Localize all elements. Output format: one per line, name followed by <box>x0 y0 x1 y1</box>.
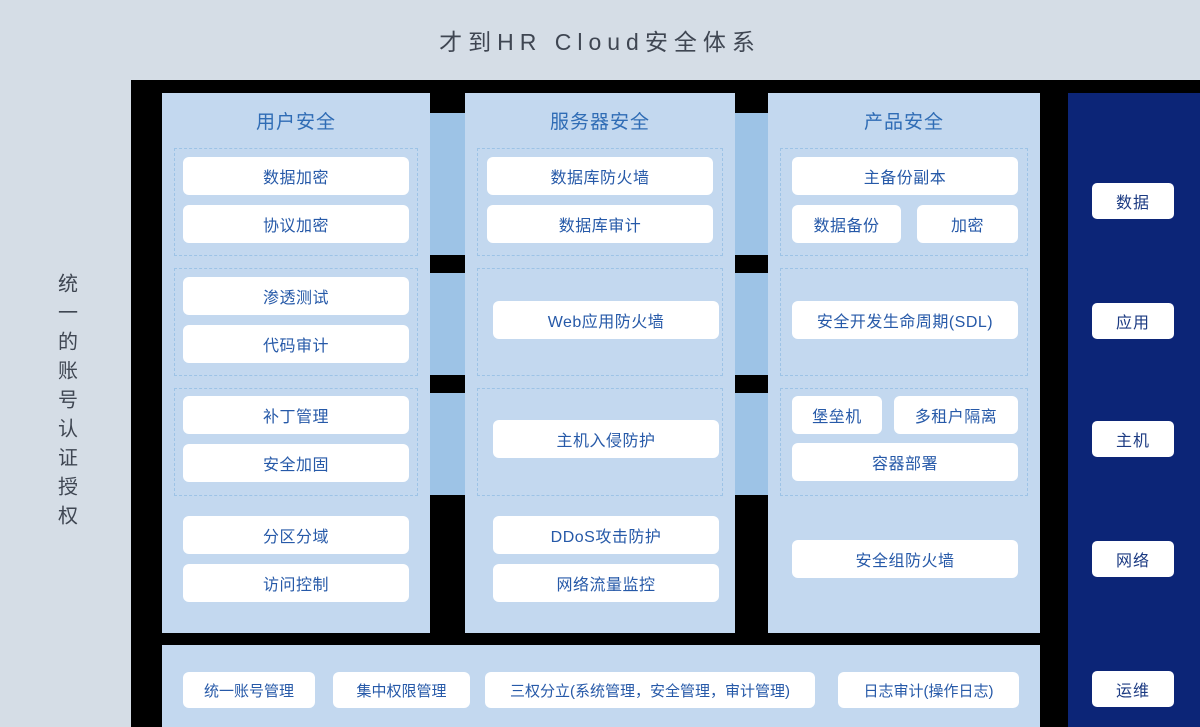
band-notch <box>430 375 465 393</box>
right-pill-data[interactable]: 数据 <box>1092 183 1174 219</box>
card-user-6[interactable]: 安全加固 <box>183 444 409 482</box>
card-product-7[interactable]: 容器部署 <box>792 443 1018 481</box>
column-title: 产品安全 <box>863 112 944 133</box>
bottom-bar: 统一账号管理 集中权限管理 三权分立(系统管理，安全管理，审计管理) 日志审计(… <box>162 645 1040 727</box>
card-server-5[interactable]: DDoS攻击防护 <box>493 516 719 554</box>
header-bar: 才到HR Cloud安全体系 <box>0 0 1200 80</box>
right-pill-ops[interactable]: 运维 <box>1092 671 1174 707</box>
card-product-2[interactable]: 数据备份 <box>792 205 901 243</box>
bottom-pill-central-auth[interactable]: 集中权限管理 <box>333 672 470 708</box>
right-pill-app[interactable]: 应用 <box>1092 303 1174 339</box>
right-pill-network[interactable]: 网络 <box>1092 541 1174 577</box>
bottom-pill-unified-account[interactable]: 统一账号管理 <box>183 672 315 708</box>
card-user-5[interactable]: 补丁管理 <box>183 396 409 434</box>
card-user-7[interactable]: 分区分域 <box>183 516 409 554</box>
column-user-security: 用户安全 数据加密 协议加密 渗透测试 代码审计 补丁管理 安全加固 分区分域 … <box>162 93 430 633</box>
left-rail: 统一的账号认证授权 <box>0 80 131 727</box>
card-server-3[interactable]: Web应用防火墙 <box>493 301 719 339</box>
card-user-1[interactable]: 数据加密 <box>183 157 409 195</box>
card-server-4[interactable]: 主机入侵防护 <box>493 420 719 458</box>
columns-area: 用户安全 数据加密 协议加密 渗透测试 代码审计 补丁管理 安全加固 分区分域 … <box>0 93 1068 633</box>
page-title: 才到HR Cloud安全体系 <box>439 29 761 55</box>
band-notch <box>430 495 465 633</box>
band-notch <box>733 93 768 113</box>
band-notch <box>430 255 465 273</box>
column-product-security: 产品安全 主备份副本 数据备份 加密 安全开发生命周期(SDL) 堡垒机 多租户… <box>768 93 1040 633</box>
right-pill-host[interactable]: 主机 <box>1092 421 1174 457</box>
bottom-pill-separation-duties[interactable]: 三权分立(系统管理，安全管理，审计管理) <box>485 672 815 708</box>
card-product-5[interactable]: 堡垒机 <box>792 396 882 434</box>
column-title: 用户安全 <box>255 112 336 133</box>
band-notch <box>733 255 768 273</box>
card-product-6[interactable]: 多租户隔离 <box>894 396 1018 434</box>
right-rail: 数据 应用 主机 网络 运维 <box>1068 93 1200 727</box>
band-notch <box>733 495 768 633</box>
card-product-4[interactable]: 安全开发生命周期(SDL) <box>792 301 1018 339</box>
card-product-3[interactable]: 加密 <box>917 205 1018 243</box>
left-rail-label: 统一的账号认证授权 <box>54 273 77 534</box>
column-title: 服务器安全 <box>549 112 650 133</box>
band-notch <box>733 375 768 393</box>
card-server-2[interactable]: 数据库审计 <box>487 205 713 243</box>
card-server-6[interactable]: 网络流量监控 <box>493 564 719 602</box>
card-user-2[interactable]: 协议加密 <box>183 205 409 243</box>
card-user-4[interactable]: 代码审计 <box>183 325 409 363</box>
column-server-security: 服务器安全 数据库防火墙 数据库审计 Web应用防火墙 主机入侵防护 DDoS攻… <box>465 93 735 633</box>
card-user-8[interactable]: 访问控制 <box>183 564 409 602</box>
card-user-3[interactable]: 渗透测试 <box>183 277 409 315</box>
bottom-pill-log-audit[interactable]: 日志审计(操作日志) <box>838 672 1019 708</box>
card-product-1[interactable]: 主备份副本 <box>792 157 1018 195</box>
card-server-1[interactable]: 数据库防火墙 <box>487 157 713 195</box>
card-product-8[interactable]: 安全组防火墙 <box>792 540 1018 578</box>
band-notch <box>430 93 465 113</box>
